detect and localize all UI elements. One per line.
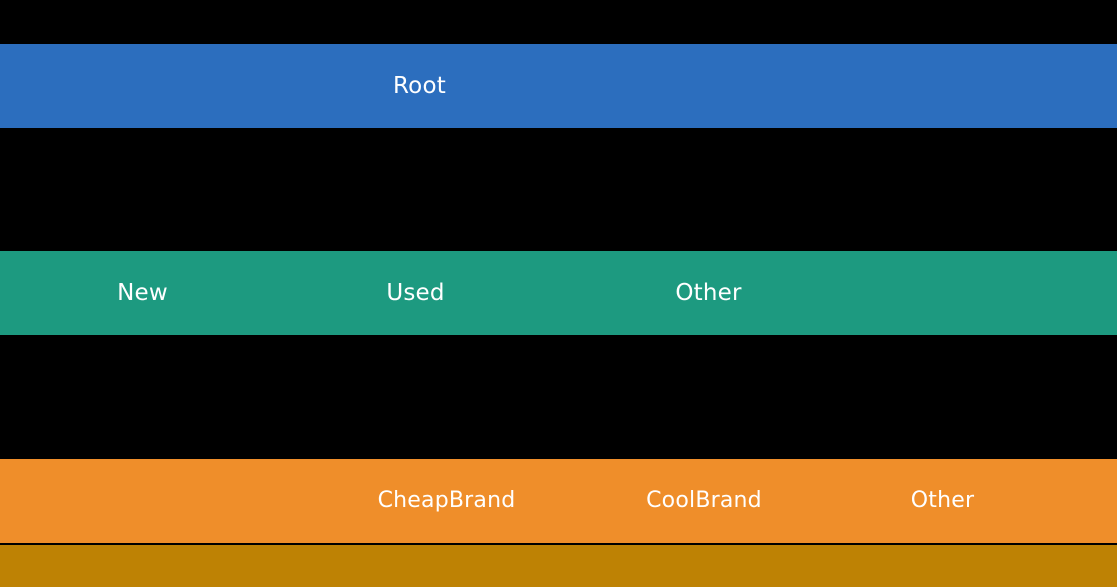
icicle-node-unlabeled[interactable] — [548, 459, 602, 543]
icicle-node-label: Other — [675, 279, 742, 306]
icicle-node-label: Root — [393, 72, 446, 99]
icicle-node-other[interactable]: Other — [840, 459, 1045, 543]
icicle-node-label: CoolBrand — [646, 488, 762, 513]
icicle-node-label: Other — [910, 488, 975, 513]
icicle-node-label: New — [117, 279, 168, 306]
icicle-node-label: CheapBrand — [377, 488, 516, 513]
icicle-node-unlabeled[interactable] — [806, 459, 840, 543]
icicle-node-new[interactable]: New — [44, 251, 241, 335]
icicle-node-unlabeled[interactable] — [0, 459, 345, 543]
icicle-node-coolbrand[interactable]: CoolBrand — [602, 459, 806, 543]
icicle-node-unlabeled[interactable] — [1045, 459, 1117, 543]
icicle-node-label: Used — [386, 279, 445, 306]
detail-level — [0, 545, 1117, 587]
icicle-node-unlabeled[interactable] — [0, 44, 318, 128]
icicle-node-unlabeled[interactable] — [513, 251, 607, 335]
icicle-node-unlabeled[interactable] — [521, 44, 1117, 128]
root-level: Root — [0, 44, 1117, 128]
icicle-node-used[interactable]: Used — [318, 251, 513, 335]
icicle-node-other[interactable]: Other — [607, 251, 810, 335]
icicle-node-unlabeled[interactable] — [0, 545, 1117, 587]
category-level: New Used Other — [0, 251, 1117, 335]
brand-level: CheapBrand CoolBrand Other — [0, 459, 1117, 543]
icicle-node-unlabeled[interactable] — [241, 251, 318, 335]
icicle-node-root[interactable]: Root — [318, 44, 521, 128]
icicle-node-unlabeled[interactable] — [810, 251, 1117, 335]
icicle-node-unlabeled[interactable] — [0, 251, 44, 335]
icicle-node-cheapbrand[interactable]: CheapBrand — [345, 459, 548, 543]
